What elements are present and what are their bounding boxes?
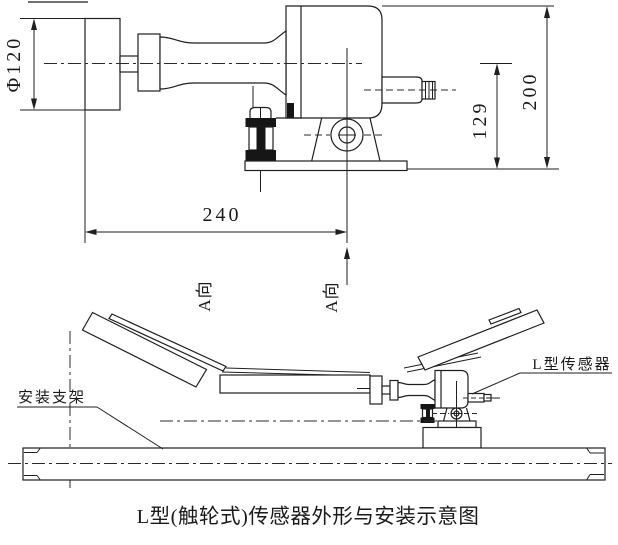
sensor-body-small xyxy=(434,369,469,409)
installation-view: 安装支架 L型传感器 xyxy=(8,307,612,492)
wheel-clamp-assembly xyxy=(245,86,302,192)
touch-wheel xyxy=(84,17,121,111)
idler-roller-left xyxy=(81,311,208,388)
belt-strip-left xyxy=(108,313,227,372)
dim-diameter: Φ120 xyxy=(3,18,37,110)
view-a-arrow xyxy=(344,247,350,259)
dim-total-height-label: 200 xyxy=(519,72,541,111)
drawing-caption: L型(触轮式)传感器外形与安装示意图 xyxy=(137,505,480,528)
idler-roller-right xyxy=(417,309,545,371)
middle-roller xyxy=(219,374,371,394)
dim-diameter-label: Φ120 xyxy=(3,36,25,93)
bracket-label: 安装支架 xyxy=(18,389,86,406)
clamp-tab xyxy=(287,103,294,118)
mounting-beam xyxy=(8,447,612,481)
belt-strip-right xyxy=(488,307,522,325)
bracket-callout: 安装支架 xyxy=(17,389,164,450)
sensor-label: L型传感器 xyxy=(532,356,611,373)
sensor-outline-view: Φ120 129 200 240 A向 A向 xyxy=(3,1,559,313)
mounted-sensor xyxy=(357,369,501,449)
dim-length-label: 240 xyxy=(203,204,242,226)
shaft-flange xyxy=(137,33,161,92)
view-a-label-right: A向 xyxy=(322,281,341,312)
sensor-body xyxy=(285,5,383,119)
dim-center-height: 129 xyxy=(469,63,512,169)
sensor-callout: L型传感器 xyxy=(471,356,612,395)
base-plate xyxy=(244,160,408,172)
view-a-label-left: A向 xyxy=(195,280,214,311)
dim-center-height-label: 129 xyxy=(469,101,491,140)
touch-wheel-small xyxy=(369,375,383,405)
dim-length: 240 xyxy=(84,110,347,243)
dim-total-height: 200 xyxy=(382,5,559,170)
pedestal-block xyxy=(422,426,482,449)
